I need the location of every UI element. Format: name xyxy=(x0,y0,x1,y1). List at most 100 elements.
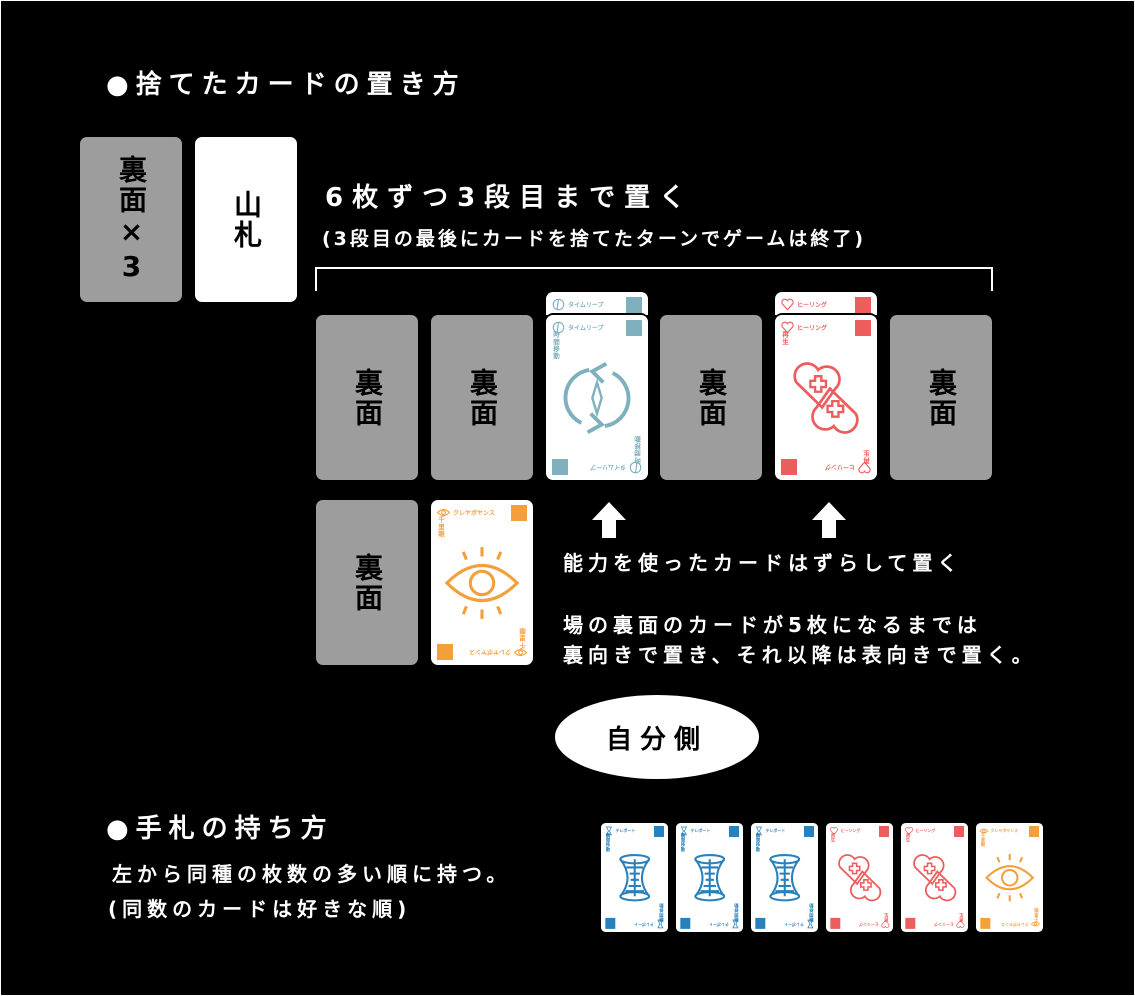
card-color-marker xyxy=(1028,826,1040,837)
facedown-cards-x3: 裏面×3 xyxy=(80,137,182,302)
card-header: ヒーリング xyxy=(904,826,935,836)
teleport-icon xyxy=(679,826,689,836)
card-header: テレポート xyxy=(634,919,665,929)
card-color-marker xyxy=(552,459,568,475)
card-half: クレヤボヤンス 千里眼 xyxy=(976,823,1043,932)
timeleap-art-icon xyxy=(558,359,636,437)
card-header: ヒーリング xyxy=(829,826,860,836)
card-header: ヒーリング xyxy=(780,320,827,335)
card-color-marker xyxy=(953,826,965,837)
up-arrow-icon xyxy=(812,502,846,538)
card-header: ヒーリング xyxy=(859,919,890,929)
card-name: タイムリープ xyxy=(568,324,604,332)
card-name: テレポート xyxy=(634,921,654,927)
card-name: テレポート xyxy=(615,827,636,833)
card-header: テレポート xyxy=(754,826,785,836)
healing-card: ヒーリング 再生 ヒーリング 再生 xyxy=(901,823,969,932)
card-color-marker xyxy=(626,297,642,313)
healing-icon xyxy=(857,461,872,476)
row-bracket xyxy=(315,267,993,291)
card-name: ヒーリング xyxy=(797,324,828,332)
teleport-card: テレポート 瞬間移動 テレポート 瞬間移動 xyxy=(676,823,744,932)
card-name: ヒーリング xyxy=(859,921,879,927)
timeleap-icon xyxy=(551,297,566,312)
card-half: ヒーリング 再生 xyxy=(826,823,893,932)
clairvoyance-art-icon xyxy=(443,544,521,622)
card-header: クレヤボヤンス xyxy=(469,646,528,661)
hand-rule-line1: 左から同種の枚数の多い順に持つ。 xyxy=(112,862,512,886)
card-color-marker xyxy=(829,918,841,929)
card-color-marker xyxy=(855,320,871,336)
card-name: テレポート xyxy=(784,921,804,927)
card-name: タイムリープ xyxy=(590,463,626,471)
clairvoyance-icon xyxy=(1030,919,1040,929)
deck-label: 山札 xyxy=(230,189,263,250)
card-color-marker xyxy=(754,918,766,929)
card-name: テレポート xyxy=(690,827,711,833)
healing-card: ヒーリング 再生 ヒーリング 再生 xyxy=(775,315,877,480)
card-name: タイムリープ xyxy=(568,301,604,309)
card-color-marker xyxy=(855,297,871,313)
card-header: ヒーリング xyxy=(780,297,827,312)
card-color-marker xyxy=(511,505,527,521)
card-subtitle: 千里眼 xyxy=(980,833,985,848)
card-color-marker xyxy=(803,826,815,837)
card-half: ヒーリング 再生 xyxy=(901,823,968,932)
card-name: ヒーリング xyxy=(934,921,954,927)
card-half: テレポート 瞬間移動 xyxy=(751,823,818,932)
back-label: 裏面 xyxy=(466,367,499,428)
card-half: テレポート 瞬間移動 xyxy=(601,823,668,932)
card-name: クレヤボヤンス xyxy=(469,648,511,656)
card-color-marker xyxy=(626,320,642,336)
timeleap-card: タイムリープ 時間移動 タイムリープ 時間移動 xyxy=(546,315,648,480)
card-half: クレヤボヤンス 千里眼 xyxy=(976,823,1043,932)
facedown-card: 裏面 xyxy=(431,315,533,480)
clairvoyance-icon xyxy=(513,646,528,661)
healing-icon xyxy=(780,320,795,335)
card-name: テレポート xyxy=(709,921,729,927)
healing-card: ヒーリング 再生 ヒーリング 再生 xyxy=(826,823,894,932)
card-color-marker xyxy=(653,826,665,837)
facedown-x3-label: 裏面×3 xyxy=(115,154,148,285)
healing-icon xyxy=(904,826,914,836)
card-half: テレポート 瞬間移動 xyxy=(601,823,668,932)
card-half: クレヤボヤンス 千里眼 xyxy=(431,500,533,665)
card-half: テレポート 瞬間移動 xyxy=(676,823,743,932)
timeleap-card: タイムリープ xyxy=(546,292,648,315)
facedown-card: 裏面 xyxy=(316,315,418,480)
card-color-marker xyxy=(437,644,453,660)
up-arrow-icon xyxy=(592,502,626,538)
facedown-card: 裏面 xyxy=(316,500,418,665)
card-color-marker xyxy=(604,918,616,929)
card-subtitle: 千里眼 xyxy=(1034,907,1040,922)
teleport-icon xyxy=(655,919,665,929)
section-heading-hand: ●手札の持ち方 xyxy=(106,814,334,844)
timeleap-icon xyxy=(628,461,643,476)
teleport-icon xyxy=(754,826,764,836)
healing-icon xyxy=(829,826,839,836)
card-header: タイムリープ xyxy=(551,320,604,335)
hand-rule-line2: (同数のカードは好きな順) xyxy=(108,897,412,921)
card-name: クレヤボヤンス xyxy=(453,509,495,517)
card-header: ヒーリング xyxy=(934,919,965,929)
card-color-marker xyxy=(781,459,797,475)
healing-art-icon xyxy=(909,852,960,903)
teleport-icon xyxy=(730,919,740,929)
card-subtitle: 時間移動 xyxy=(551,330,560,360)
teleport-card: テレポート 瞬間移動 テレポート 瞬間移動 xyxy=(751,823,819,932)
card-color-marker xyxy=(728,826,740,837)
teleport-art-icon xyxy=(759,852,810,903)
section-heading-discard: ●捨てたカードの置き方 xyxy=(106,70,466,100)
card-color-marker xyxy=(904,918,916,929)
card-color-marker xyxy=(679,918,691,929)
facedown-card: 裏面 xyxy=(660,315,762,480)
card-subtitle: 瞬間移動 xyxy=(755,833,760,853)
healing-icon xyxy=(780,297,795,312)
facedown-card: 裏面 xyxy=(890,315,992,480)
card-subtitle: 瞬間移動 xyxy=(605,833,610,853)
teleport-icon xyxy=(805,919,815,929)
card-subtitle: 千里眼 xyxy=(436,515,445,538)
end-note: (3段目の最後にカードを捨てたターンでゲームは終了) xyxy=(322,228,867,250)
card-color-marker xyxy=(878,826,890,837)
own-side-label: 自分側 xyxy=(555,695,759,779)
